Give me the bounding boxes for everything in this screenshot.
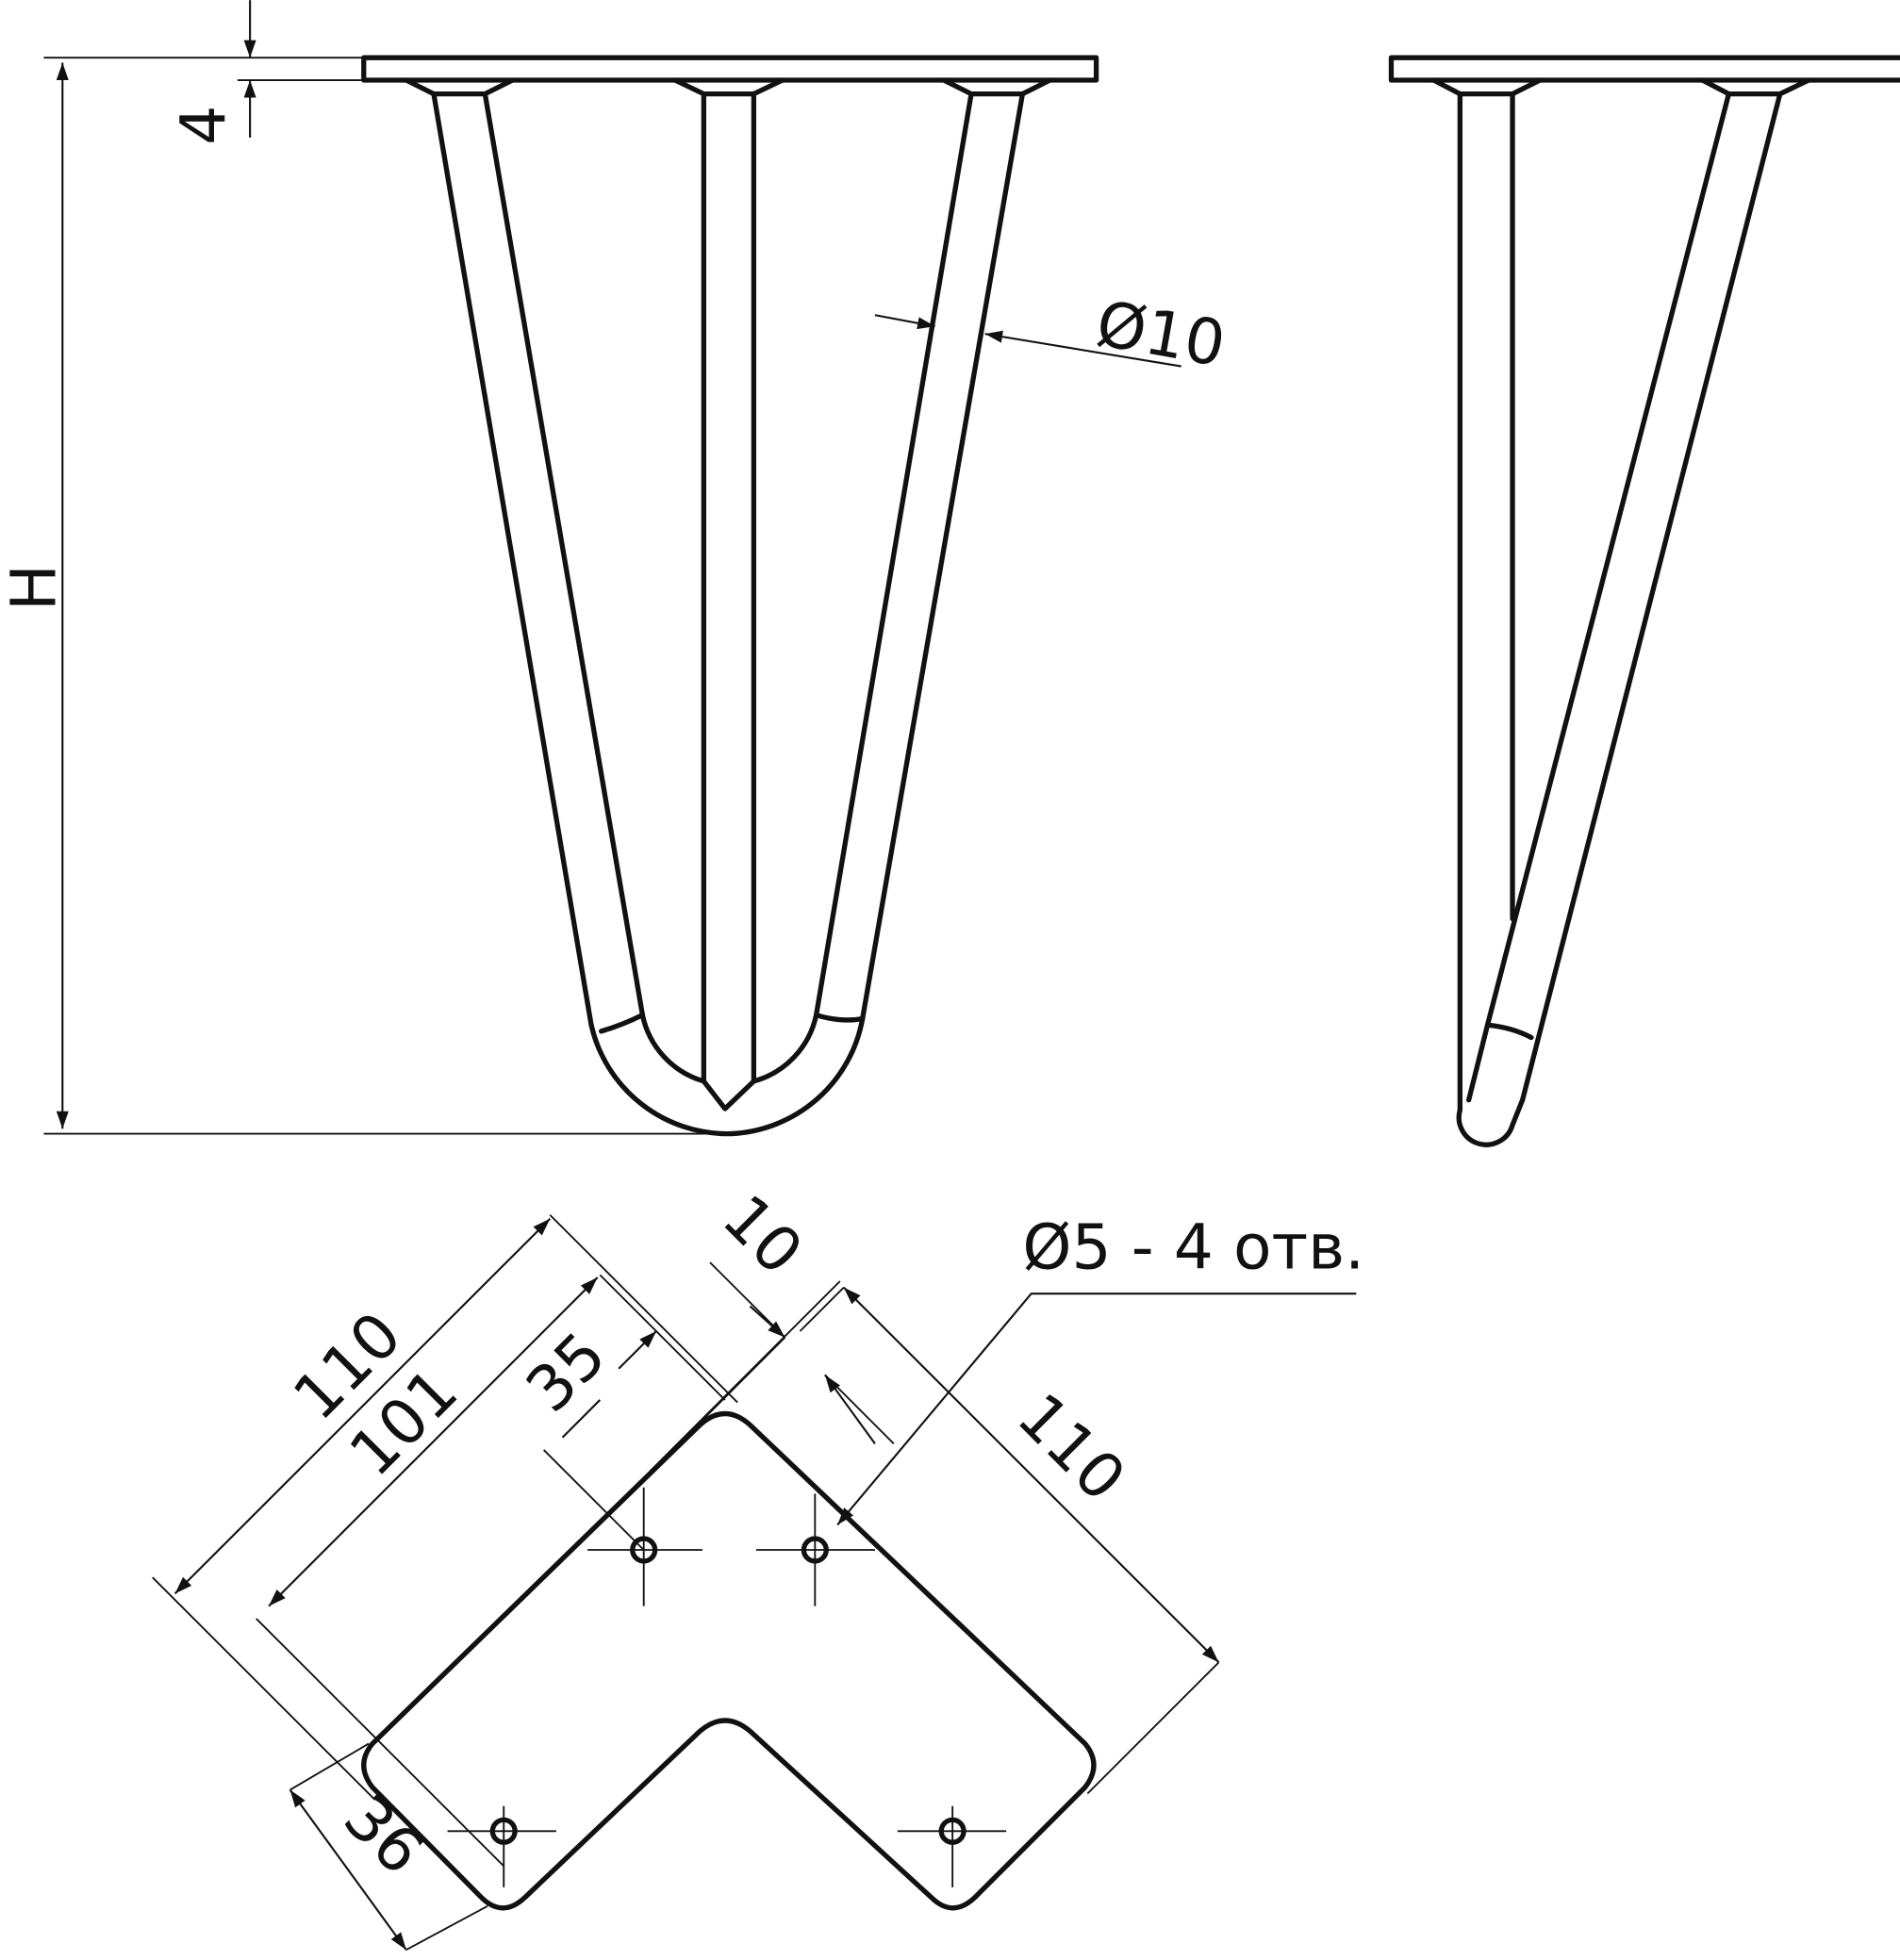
weld-center (672, 77, 785, 97)
weld-right (941, 77, 1053, 97)
front-view (361, 55, 1099, 1137)
hole-offset-label: 35 (512, 1318, 620, 1426)
height-label: H (0, 564, 70, 611)
side-right-label: 110 (1003, 1379, 1140, 1516)
mounting-holes (447, 1487, 1007, 1887)
edge-offset-label: 10 (709, 1180, 818, 1289)
weld-left (404, 77, 516, 97)
thickness-label: 4 (167, 106, 240, 145)
dimension-rod-diameter: Ø10 (874, 287, 1231, 382)
arm-width-label: 36 (330, 1781, 438, 1889)
leg-left (431, 91, 646, 1028)
leg-center (701, 91, 757, 1084)
u-bend-inner (639, 1012, 819, 1112)
top-plate (361, 55, 1099, 83)
rod-diameter-label: Ø10 (1091, 287, 1231, 382)
leg-right (814, 91, 1026, 1022)
holes-note: Ø5 - 4 отв. (1022, 1211, 1364, 1284)
side-leg-vertical (1457, 91, 1515, 1113)
dimension-plate-thickness: 4 (167, 0, 364, 145)
side-view (1388, 55, 1900, 1147)
plate-view: 110 101 35 10 110 36 Ø5 - 4 отв. (152, 1180, 1364, 1952)
side-leg-slanted (1465, 91, 1783, 1103)
l-plate-outline (361, 1410, 1097, 1911)
dimension-height: H (0, 57, 732, 1135)
side-plate (1388, 55, 1900, 83)
u-bend-outer (588, 1015, 866, 1137)
